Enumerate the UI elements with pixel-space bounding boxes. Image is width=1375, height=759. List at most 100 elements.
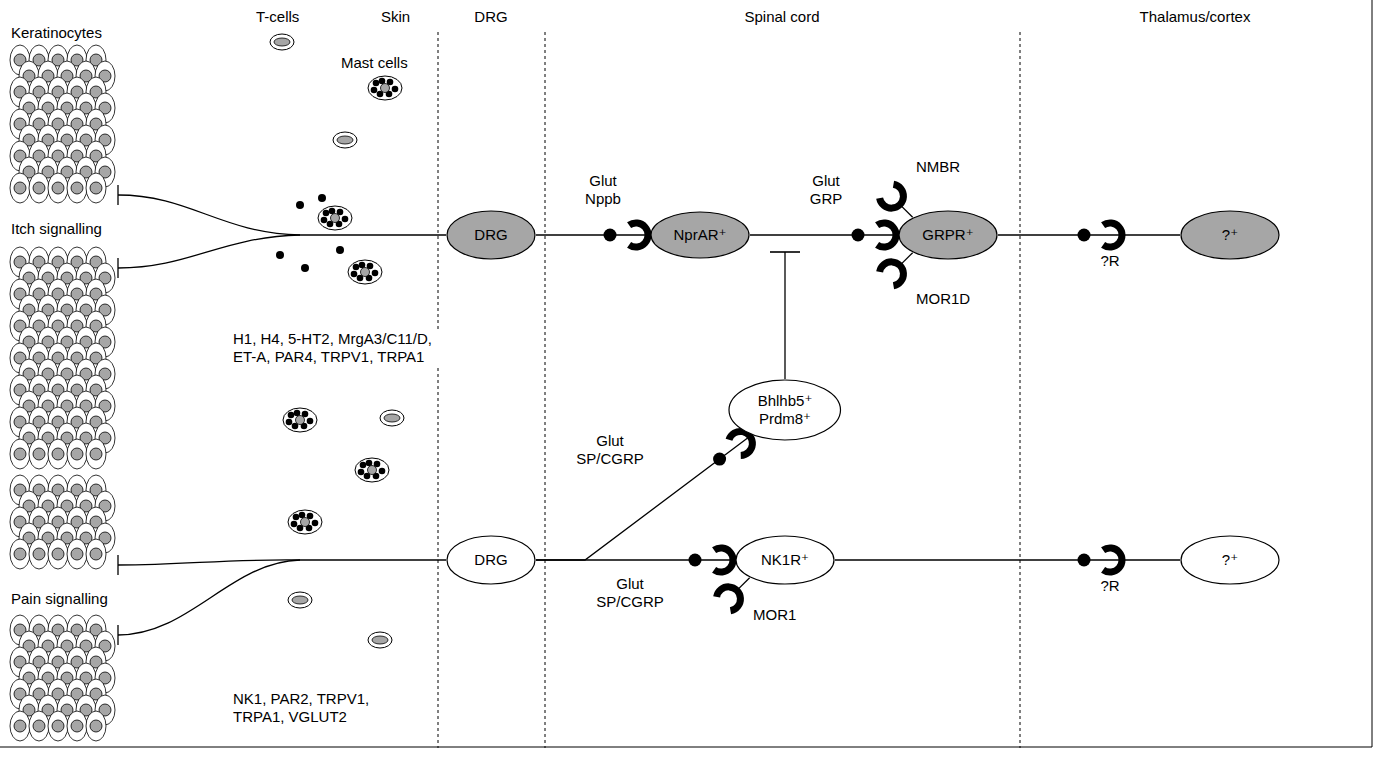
frame-line: [0, 747, 1372, 748]
node-ellipse: [447, 211, 535, 259]
keratinocyte-cell: [86, 173, 106, 203]
granule: [276, 251, 284, 259]
node-ellipse: [1181, 536, 1279, 584]
mast-granule: [373, 80, 380, 87]
neuron-node: Bhlhb5⁺ Prdm8⁺: [728, 379, 842, 441]
receptor-symbol: [878, 183, 908, 213]
text-label: NK1, PAR2, TRPV1, TRPA1, VGLUT2: [232, 690, 404, 726]
inhibition-line: [784, 252, 785, 379]
column-divider: [1020, 32, 1021, 748]
mast-cell: [283, 408, 317, 432]
mast-granule: [353, 264, 360, 271]
transmitter-dot: [852, 229, 865, 242]
text-label: ?R: [1099, 577, 1120, 595]
text-label: Thalamus/cortex: [1139, 8, 1252, 26]
receptor-symbol: [1103, 548, 1122, 572]
text-label: Keratinocytes: [10, 24, 103, 42]
nerve-fibre: [118, 560, 300, 635]
text-label: Mast cells: [340, 54, 409, 72]
node-text-group: DRG: [474, 551, 507, 569]
receptor-symbol: [1103, 548, 1122, 572]
receptor-symbol: [715, 582, 745, 612]
text-label: Glut Nppb: [577, 172, 629, 208]
mast-granule: [293, 514, 300, 521]
text-label: Glut SP/CGRP: [571, 432, 649, 468]
t-cell-nucleus: [384, 414, 400, 422]
node-text-group: GRPR⁺: [922, 226, 973, 244]
text-label: MOR1D: [915, 290, 971, 308]
keratinocyte-nucleus: [90, 720, 102, 732]
neural-connection: [750, 234, 898, 235]
keratinocyte-cell: [86, 539, 106, 569]
keratinocyte-nucleus: [14, 548, 26, 560]
node-ellipse: [651, 212, 749, 258]
mast-granule: [321, 217, 328, 224]
node-label: NK1R⁺: [761, 551, 809, 569]
keratinocyte-nucleus: [33, 182, 45, 194]
text-label: Glut SP/CGRP: [591, 575, 669, 611]
node-label: NprAR⁺: [674, 226, 727, 244]
receptor-symbol: [1103, 223, 1122, 247]
inhibition-bar: [770, 251, 800, 253]
keratinocyte-cell: [10, 439, 30, 469]
node-label: ?⁺: [1222, 551, 1238, 569]
node-ellipse: [899, 211, 997, 259]
transmitter-dot: [713, 453, 726, 466]
text-label: T-cells: [255, 8, 300, 26]
transmitter-dot: [1078, 229, 1091, 242]
neuron-node: ?⁺: [1180, 535, 1280, 585]
keratinocyte-cell: [29, 539, 49, 569]
mast-cell: [368, 76, 402, 100]
keratinocyte-nucleus: [71, 448, 83, 460]
text-label: H1, H4, 5-HT2, MrgA3/C11/D, ET-A, PAR4, …: [232, 330, 449, 366]
neuron-node: NK1R⁺: [735, 535, 835, 585]
mast-cell: [348, 260, 382, 284]
t-cell-nucleus: [337, 136, 353, 144]
mast-granule: [286, 419, 293, 426]
neural-connection: [536, 234, 650, 235]
node-text-group: Bhlhb5⁺ Prdm8⁺: [748, 392, 823, 428]
keratinocyte-cell: [86, 711, 106, 741]
keratinocyte-cell: [10, 539, 30, 569]
keratinocyte-cell: [10, 173, 30, 203]
nerve-fibre: [118, 235, 300, 268]
node-label: ?⁺: [1222, 226, 1238, 244]
granule: [318, 194, 326, 202]
keratinocyte-nucleus: [52, 720, 64, 732]
t-cell: [288, 592, 312, 608]
node-label: Bhlhb5⁺ Prdm8⁺: [748, 392, 823, 428]
text-label: DRG: [473, 8, 508, 26]
nerve-ending: [117, 185, 118, 205]
mast-nucleus: [301, 518, 310, 527]
neuron-node: ?⁺: [1180, 210, 1280, 260]
receptor-symbol: [878, 257, 908, 287]
t-cell: [380, 410, 404, 426]
nerve-fibre: [300, 559, 446, 560]
neural-connection: [835, 559, 1180, 560]
nerve-ending: [117, 625, 118, 645]
mast-cell: [355, 458, 389, 482]
text-label: Itch signalling: [10, 220, 103, 238]
text-label: MOR1: [752, 606, 797, 624]
keratinocyte-cell: [67, 439, 87, 469]
mast-granule: [379, 468, 386, 475]
keratinocyte-nucleus: [90, 548, 102, 560]
receptor-symbol: [629, 223, 648, 247]
mast-granule: [372, 270, 379, 277]
node-ellipse: [736, 536, 834, 584]
receptor-symbol: [714, 548, 733, 572]
mast-granule: [291, 521, 298, 528]
nerve-fibre: [300, 234, 446, 235]
keratinocyte-nucleus: [14, 720, 26, 732]
node-text-group: ?⁺: [1222, 551, 1238, 569]
mast-cell: [318, 206, 352, 230]
granule: [296, 201, 304, 209]
keratinocyte-nucleus: [90, 448, 102, 460]
mast-nucleus: [296, 416, 305, 425]
node-ellipse: [729, 380, 841, 440]
neuron-node: NprAR⁺: [650, 211, 750, 259]
keratinocyte-nucleus: [33, 720, 45, 732]
granule: [336, 246, 344, 254]
